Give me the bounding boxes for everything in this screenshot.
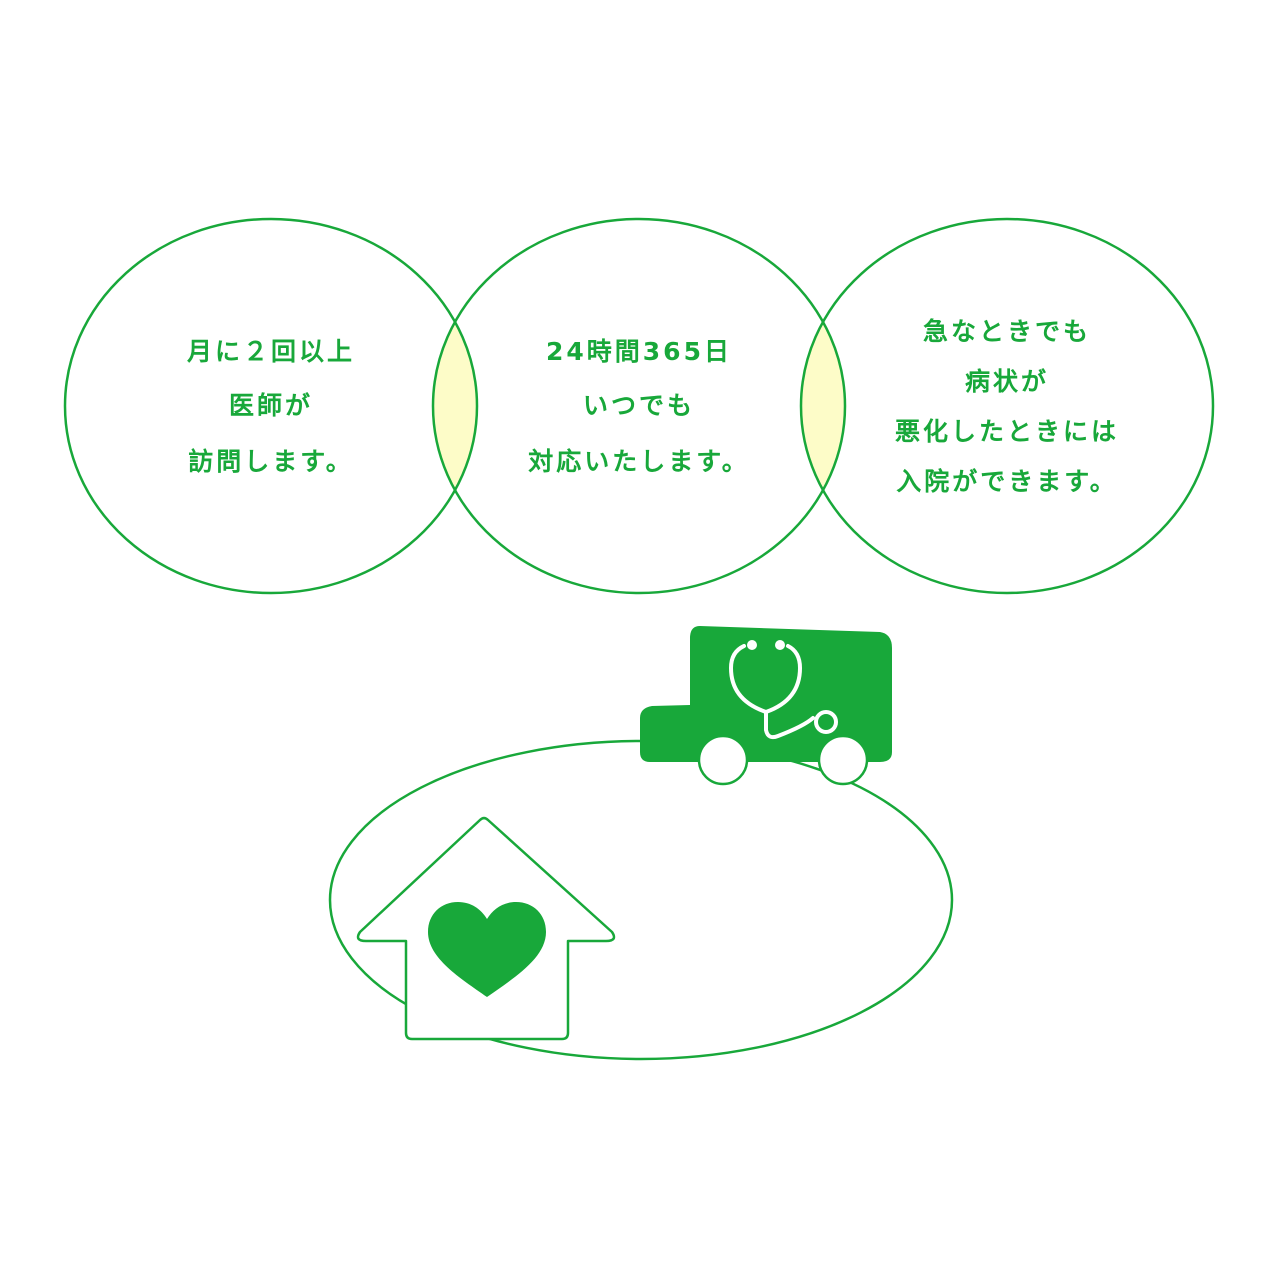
visits-line-1: 月に２回以上	[186, 337, 355, 366]
stethoscope-icon	[728, 644, 838, 740]
van-wheel-rear	[817, 734, 869, 786]
hospital-line-3: 悪化したときには	[895, 417, 1119, 446]
support-line-3: 対応いたします。	[528, 447, 750, 476]
circle-support	[431, 217, 847, 595]
visits-line-2: 医師が	[229, 391, 313, 420]
van-wheel-front	[697, 734, 749, 786]
visits-line-3: 訪問します。	[188, 447, 354, 476]
heart-house-icon	[356, 816, 616, 1041]
heart-icon	[428, 902, 546, 997]
hospital-line-4: 入院ができます。	[896, 467, 1118, 496]
stethoscope-van-icon	[640, 626, 892, 786]
hospital-line-2: 病状が	[965, 367, 1049, 396]
support-line-2: いつでも	[583, 391, 695, 420]
circle-hospital	[799, 217, 1215, 595]
circle-visits	[63, 217, 479, 595]
support-line-1: 24時間365日	[546, 337, 732, 366]
hospital-line-1: 急なときでも	[923, 317, 1091, 346]
